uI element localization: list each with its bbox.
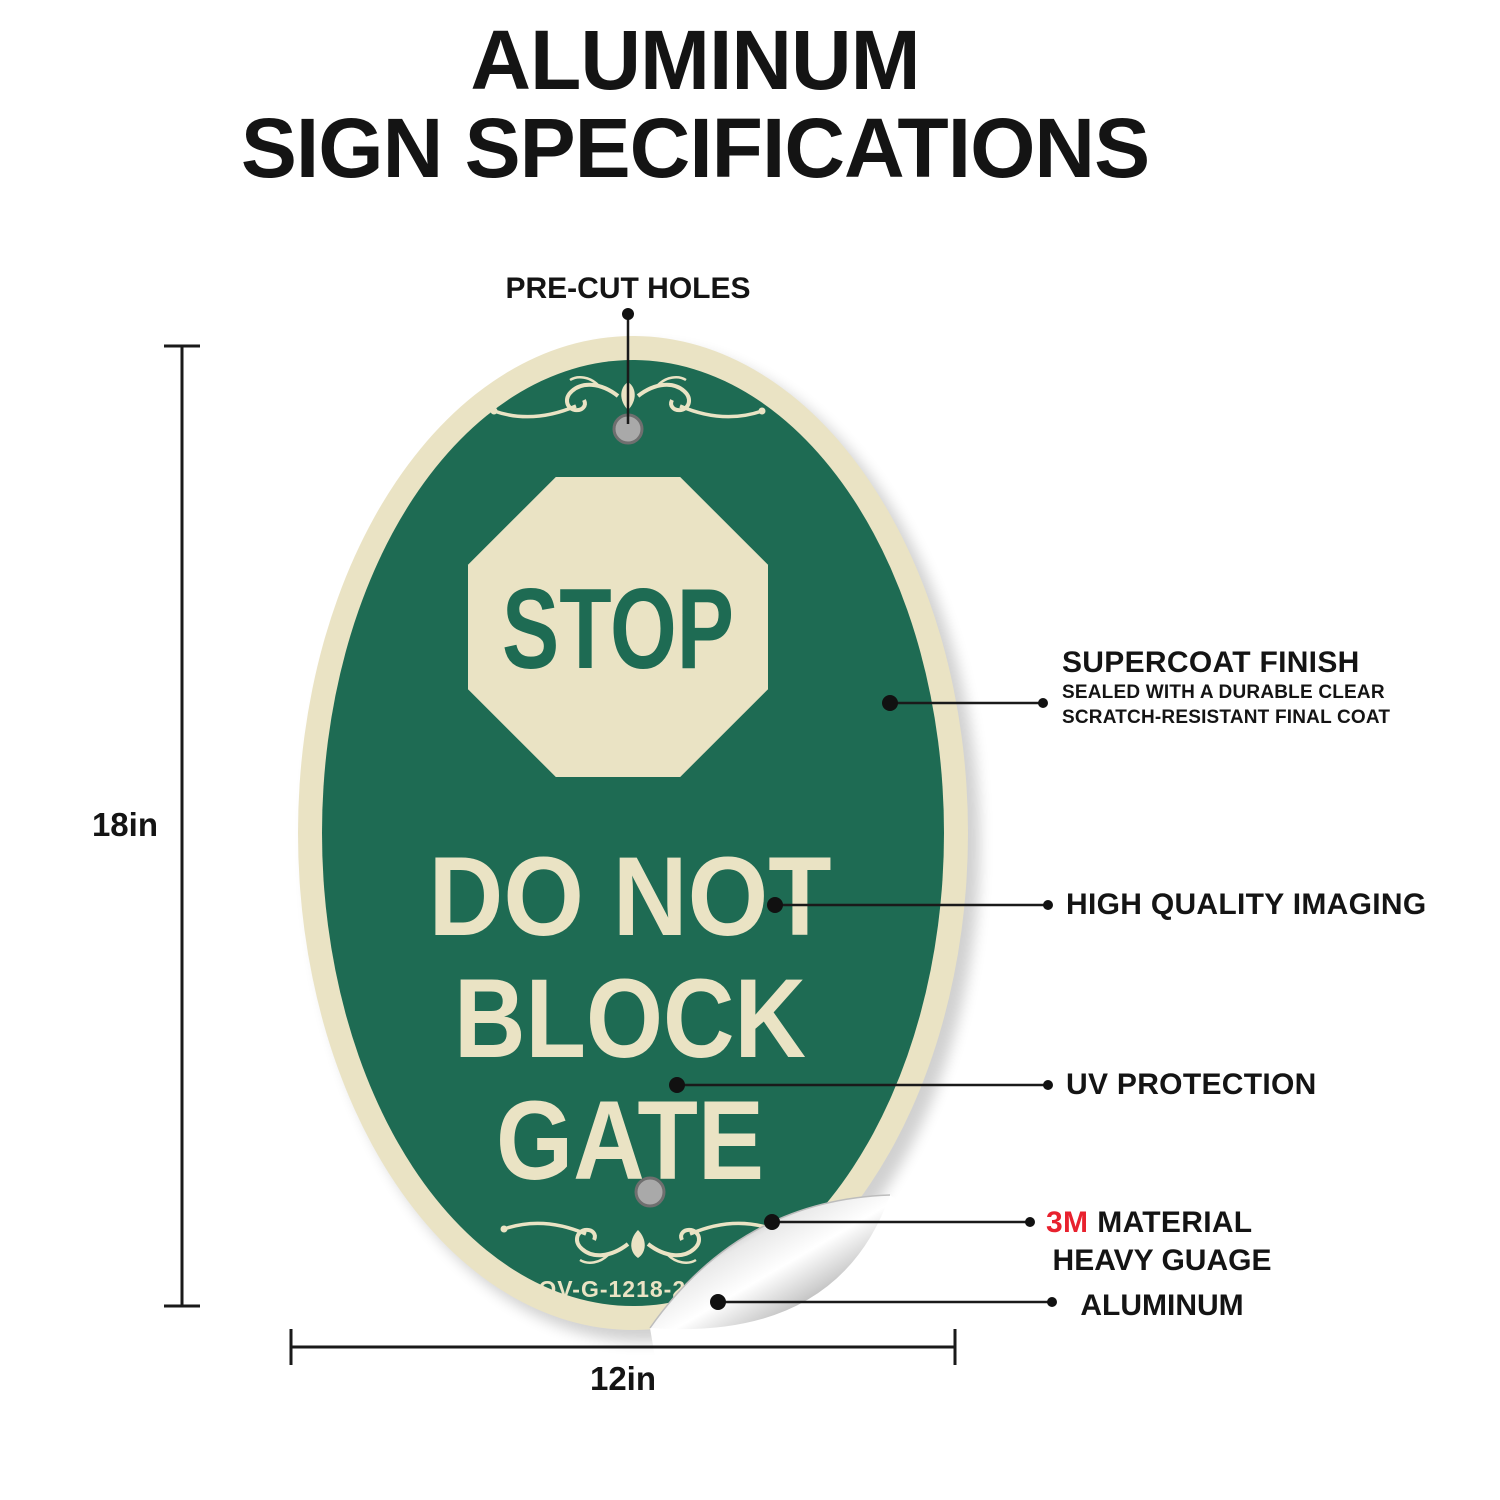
uv-target-dot (669, 1077, 685, 1093)
sign-message-line-1: DO NOT (429, 834, 832, 959)
supercoat-target-dot (882, 695, 898, 711)
imaging-label-dot (1043, 900, 1053, 910)
callout-dots (622, 308, 1057, 1310)
pre-cut-dot (622, 308, 634, 320)
material-target-dot (764, 1214, 780, 1230)
material-label-dot (1025, 1217, 1035, 1227)
stop-text: STOP (502, 566, 734, 693)
page-curl-edge (649, 1194, 891, 1329)
pre-cut-hole-bottom (634, 1176, 666, 1208)
sign-message-line-3: GATE (496, 1078, 764, 1203)
callout-pre-cut-holes: PRE-CUT HOLES (505, 272, 751, 305)
aluminum-target-dot (710, 1294, 726, 1310)
dimension-lines (164, 344, 957, 1365)
material-label: MATERIAL (1097, 1206, 1253, 1239)
supercoat-subline-1: SEALED WITH A DURABLE CLEAR (1062, 682, 1385, 703)
sign-message-line-2: BLOCK (454, 956, 806, 1081)
3m-brand-text: 3M (1046, 1206, 1089, 1239)
title-line-1: ALUMINUM (470, 13, 920, 107)
heavy-gauge-line-2: ALUMINUM (1080, 1289, 1244, 1322)
title-line-2: SIGN SPECIFICATIONS (240, 101, 1150, 196)
callout-heavy-gauge-aluminum: HEAVY GUAGE ALUMINUM (1052, 1238, 1272, 1328)
callout-supercoat-finish: SUPERCOAT FINISH SEALED WITH A DURABLE C… (1062, 646, 1390, 730)
page-title: ALUMINUM SIGN SPECIFICATIONS (0, 13, 1390, 196)
aluminum-label-dot (1047, 1297, 1057, 1307)
uv-label-dot (1043, 1080, 1053, 1090)
stop-octagon (468, 477, 768, 777)
callout-uv-protection: UV PROTECTION (1066, 1068, 1317, 1101)
width-dimension-label: 12in (589, 1360, 657, 1397)
page-curl (650, 1195, 890, 1330)
height-dimension-label: 18in (91, 806, 158, 843)
heavy-gauge-line-1: HEAVY GUAGE (1052, 1244, 1272, 1277)
supercoat-label: SUPERCOAT FINISH (1062, 646, 1360, 679)
supercoat-subline-2: SCRATCH-RESISTANT FINAL COAT (1062, 707, 1391, 728)
imaging-target-dot (767, 897, 783, 913)
sign-model-number: A-OV-G-1218-22 (512, 1276, 700, 1302)
supercoat-label-dot (1038, 698, 1048, 708)
callout-connectors (626, 316, 1052, 1304)
callout-high-quality-imaging: HIGH QUALITY IMAGING (1066, 888, 1427, 921)
oval-sign: STOP DO NOT BLOCK GATE A-OV-G-1218-22 (298, 336, 968, 1330)
